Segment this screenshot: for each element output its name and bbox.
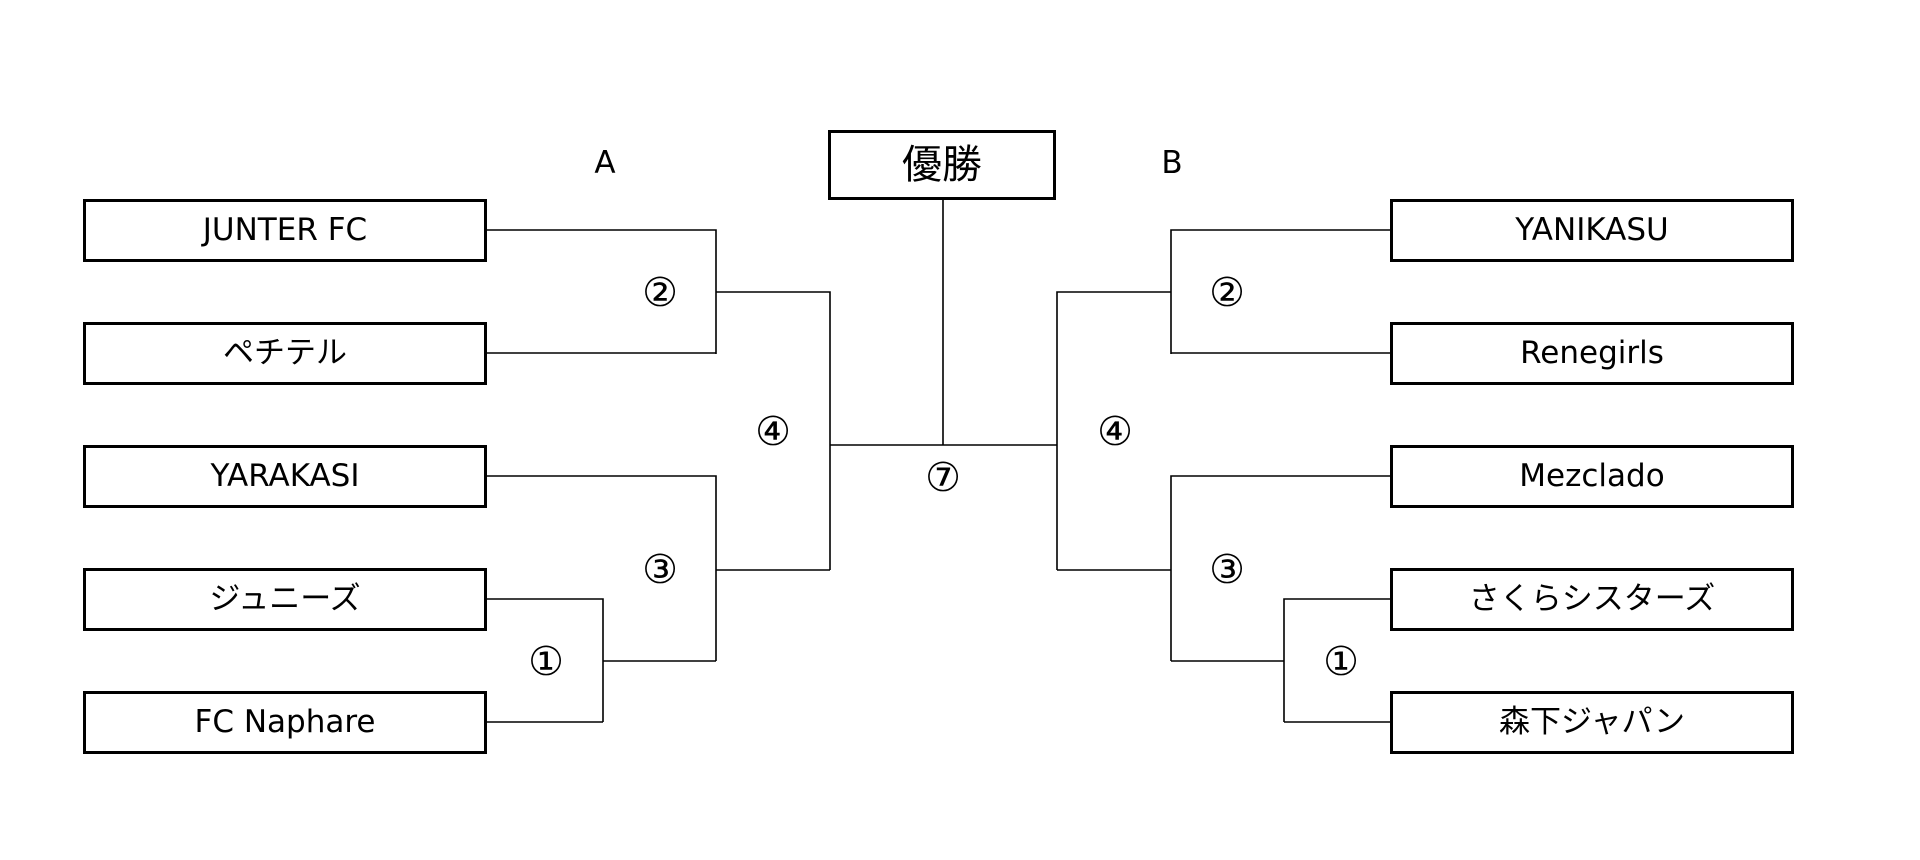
team-b-4: さくらシスターズ (1390, 568, 1794, 631)
team-b-5: 森下ジャパン (1390, 691, 1794, 754)
champion-box: 優勝 (828, 130, 1056, 200)
round-marker-a-1: ① (528, 639, 564, 685)
round-marker-b-1: ① (1323, 639, 1359, 685)
team-a-2: ペチテル (83, 322, 487, 385)
connector-a-round1 (487, 598, 604, 723)
round-marker-a-3: ③ (642, 547, 678, 593)
group-b-label: B (1161, 145, 1183, 181)
round-marker-final: ⑦ (925, 455, 961, 501)
connector-a-round4 (716, 291, 831, 571)
team-a-3: YARAKASI (83, 445, 487, 508)
connector-a-round2 (487, 229, 717, 354)
round-marker-b-2: ② (1209, 270, 1245, 316)
team-b-2: Renegirls (1390, 322, 1794, 385)
connector-b-round1 (1283, 598, 1390, 723)
team-a-1: JUNTER FC (83, 199, 487, 262)
team-b-3: Mezclado (1390, 445, 1794, 508)
round-marker-a-2: ② (642, 270, 678, 316)
connector-b-round4 (1056, 291, 1171, 571)
team-b-1: YANIKASU (1390, 199, 1794, 262)
team-a-5: FC Naphare (83, 691, 487, 754)
round-marker-b-4: ④ (1097, 409, 1133, 455)
connector-b-round2 (1170, 229, 1390, 354)
connector-b-round3 (1170, 475, 1390, 662)
team-a-4: ジュニーズ (83, 568, 487, 631)
connector-final (830, 200, 1057, 446)
round-marker-b-3: ③ (1209, 547, 1245, 593)
round-marker-a-4: ④ (755, 409, 791, 455)
connector-a-round3 (487, 475, 717, 662)
group-a-label: A (594, 145, 616, 181)
